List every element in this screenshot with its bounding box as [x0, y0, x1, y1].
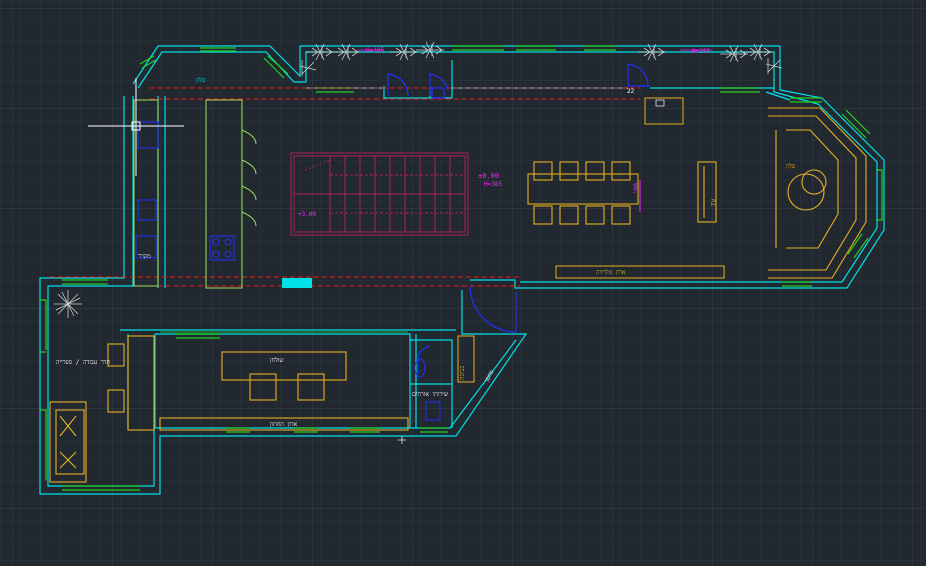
kitchen-island — [133, 99, 257, 289]
dim-top-right: H=105 — [692, 48, 710, 55]
elevation-main: ±0.00 — [478, 172, 499, 180]
guest-wc-label: שירותי אורחים — [412, 391, 449, 398]
elevation-main-sub: H=385 — [484, 181, 502, 188]
office-label: חדר עבודה / ספרייה — [56, 359, 111, 366]
living-room-label: סלון — [786, 163, 796, 170]
desk-label: שולחן — [270, 357, 284, 364]
kitchen-fixtures — [135, 121, 235, 261]
crosshair-cursor — [88, 78, 184, 176]
plant-decor — [54, 41, 783, 318]
study-cabinet-label: ארון תחתון — [270, 421, 298, 428]
axis-lines — [50, 87, 640, 287]
staircase — [290, 152, 469, 236]
laundry-storage — [457, 335, 475, 383]
dining-length: 180 — [633, 183, 640, 194]
guest-wc-fixtures — [414, 358, 441, 421]
tv-label: TV — [711, 198, 718, 206]
side-table — [644, 97, 684, 125]
office-desk-chairs — [49, 335, 155, 483]
dining-table — [527, 161, 639, 225]
doors — [387, 63, 650, 374]
tv-unit-stand — [697, 161, 717, 223]
corner-sofa — [768, 107, 867, 279]
door-number: 22 — [627, 88, 635, 95]
windows — [40, 45, 883, 491]
dim-top-left: H=105 — [366, 47, 384, 54]
tv-cabinet — [555, 265, 725, 279]
misc-symbols — [398, 99, 665, 444]
elevation-stair: +3.00 — [298, 211, 316, 218]
tv-cabinet-label: ארון טלויזיה — [596, 269, 626, 276]
dimension-annotations: H=105 H=105 22 — [358, 47, 712, 95]
fridge-label: מקרר — [138, 253, 151, 260]
top-left-room-label: סלון — [196, 77, 206, 84]
study-furniture — [159, 351, 409, 431]
laundry-label: כביסה — [459, 366, 466, 380]
selected-block[interactable] — [282, 278, 312, 288]
